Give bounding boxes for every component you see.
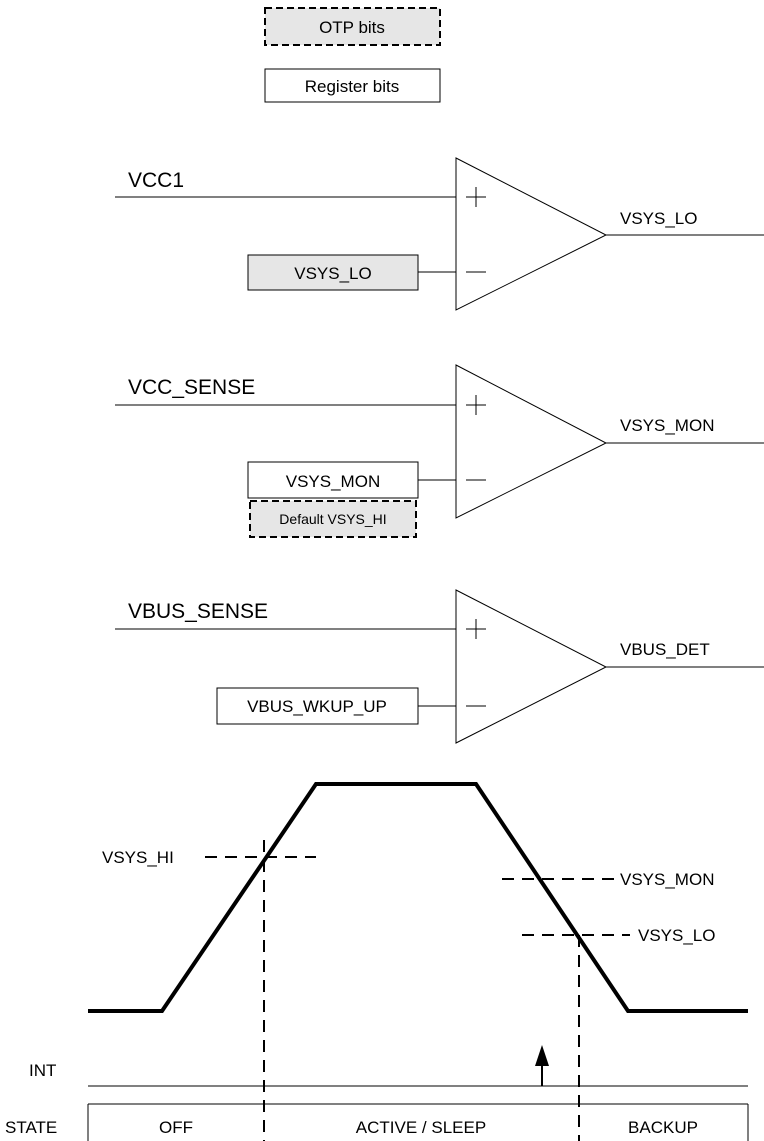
output-label: VBUS_DET bbox=[620, 640, 710, 659]
legend-otp-label: OTP bits bbox=[319, 18, 385, 37]
threshold-box bbox=[247, 254, 419, 291]
timing-diagram: VSYS_HI VSYS_MON VSYS_LO INT STATE OFF A… bbox=[5, 782, 749, 1141]
state-active-sleep: ACTIVE / SLEEP bbox=[356, 1118, 486, 1137]
vsys-mon-label: VSYS_MON bbox=[620, 870, 714, 889]
input-label: VCC1 bbox=[128, 169, 184, 192]
vsys-hi-label: VSYS_HI bbox=[102, 848, 174, 867]
output-label: VSYS_MON bbox=[620, 416, 714, 435]
state-backup: BACKUP bbox=[628, 1118, 698, 1137]
legend: OTP bits Register bits bbox=[264, 7, 441, 103]
comparator-vcc1: VCC1 VSYS_LO VSYS_LO bbox=[115, 157, 764, 311]
comparator-triangle bbox=[455, 364, 608, 519]
state-off: OFF bbox=[159, 1118, 193, 1137]
int-label: INT bbox=[29, 1061, 56, 1080]
comparator-triangle bbox=[455, 589, 608, 744]
vsys-lo-label: VSYS_LO bbox=[638, 926, 716, 945]
threshold-label: VSYS_MON bbox=[286, 472, 380, 491]
state-label: STATE bbox=[5, 1118, 57, 1137]
voltage-waveform bbox=[88, 782, 748, 1013]
legend-register-label: Register bits bbox=[305, 77, 399, 96]
input-label: VCC_SENSE bbox=[128, 376, 255, 399]
legend-otp-box bbox=[264, 7, 441, 46]
comparator-vcc-sense: VCC_SENSE VSYS_MON Default VSYS_HI VSYS_… bbox=[115, 364, 764, 538]
threshold-box bbox=[216, 687, 419, 725]
comparator-vbus-sense: VBUS_SENSE VBUS_WKUP_UP VBUS_DET bbox=[115, 589, 764, 744]
input-label: VBUS_SENSE bbox=[128, 600, 268, 623]
threshold-label: VSYS_LO bbox=[294, 264, 372, 283]
threshold-default-label: Default VSYS_HI bbox=[279, 511, 386, 527]
comparator-triangle bbox=[455, 157, 608, 311]
threshold-default-box bbox=[249, 500, 417, 538]
output-label: VSYS_LO bbox=[620, 209, 698, 228]
threshold-label: VBUS_WKUP_UP bbox=[247, 697, 387, 716]
threshold-box bbox=[247, 461, 419, 499]
int-pulse-arrow-icon bbox=[535, 1045, 549, 1066]
legend-register-box bbox=[264, 68, 441, 103]
